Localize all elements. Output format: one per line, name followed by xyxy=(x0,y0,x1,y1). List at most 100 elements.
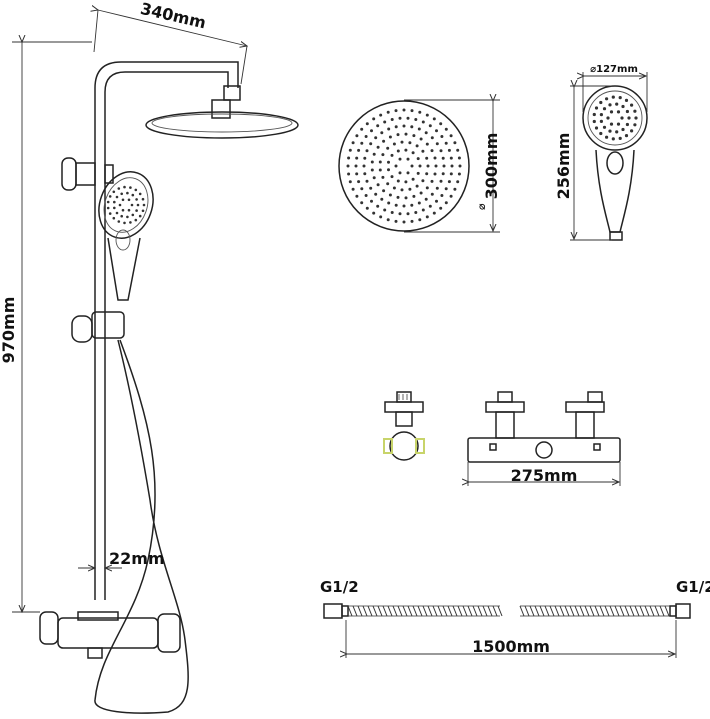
nozzle-dot xyxy=(394,219,398,223)
nozzle-dot xyxy=(608,129,612,133)
nozzle-dot xyxy=(360,127,364,131)
hose-coil xyxy=(432,605,438,617)
nozzle-dot xyxy=(421,120,425,124)
nozzle-dot xyxy=(121,198,125,202)
nozzle-dot xyxy=(609,110,614,114)
nozzle-dot xyxy=(386,218,390,222)
nozzle-dot xyxy=(135,209,138,212)
nozzle-dot xyxy=(379,113,383,117)
nozzle-dot xyxy=(117,220,121,223)
hose-coil xyxy=(497,605,503,617)
slider-clamp xyxy=(71,311,125,343)
hose-coil xyxy=(569,605,575,617)
nozzle-dot xyxy=(404,196,408,200)
nozzle-dot xyxy=(362,164,366,168)
nozzle-dot xyxy=(121,208,125,212)
nozzle-dot xyxy=(432,211,436,215)
hose-coil xyxy=(362,605,368,617)
nozzle-dot xyxy=(417,127,421,131)
hose-coil xyxy=(544,605,550,617)
nozzle-dot xyxy=(402,108,406,112)
nozzle-dot xyxy=(410,109,414,113)
nozzle-dot xyxy=(372,176,376,180)
nozzle-dot xyxy=(364,135,368,138)
nozzle-dot xyxy=(606,116,610,120)
nozzle-dot xyxy=(594,126,599,130)
hose-coil xyxy=(634,605,640,617)
hose-coil xyxy=(549,605,555,617)
nozzle-dot xyxy=(439,179,443,183)
nozzle-dot xyxy=(456,180,460,184)
hose-coil xyxy=(574,605,580,617)
nozzle-dot xyxy=(421,208,425,212)
valve-inlet-fitting-right xyxy=(415,438,425,454)
nozzle-dot xyxy=(404,180,408,184)
nozzle-dot xyxy=(416,171,420,175)
hose-coil xyxy=(377,605,383,617)
nozzle-dot xyxy=(386,146,390,150)
nozzle-dot xyxy=(394,164,398,168)
nozzle-dot xyxy=(416,157,420,161)
nozzle-dot xyxy=(382,139,386,143)
nozzle-dot xyxy=(421,149,425,153)
nozzle-dot xyxy=(360,187,364,191)
nozzle-dot xyxy=(398,116,402,120)
hose-coil xyxy=(472,605,478,617)
valve-width-dimension: 275mm xyxy=(468,462,621,486)
nozzle-dot xyxy=(134,188,138,192)
nozzle-dot xyxy=(458,164,462,168)
nozzle-dot xyxy=(115,195,119,199)
nozzle-dot xyxy=(378,168,382,172)
nozzle-dot xyxy=(378,160,382,164)
hose-coil xyxy=(524,605,530,617)
nozzle-dot xyxy=(457,172,461,176)
nozzle-dot xyxy=(355,134,359,138)
nozzle-dot xyxy=(625,122,630,127)
nozzle-dot xyxy=(439,206,443,210)
overhead-diameter-dimension: ⌀ 300mm xyxy=(404,100,501,233)
nozzle-dot xyxy=(435,142,439,146)
nozzle-dot xyxy=(430,179,434,183)
nozzle-dot xyxy=(400,140,404,144)
nozzle-dot xyxy=(387,160,390,164)
hose-coil xyxy=(372,605,378,617)
overhead-diameter-label: 300mm xyxy=(482,133,501,200)
hose-coil xyxy=(579,605,585,617)
nozzle-dot xyxy=(618,136,622,140)
nozzle-dot xyxy=(365,206,369,210)
nozzle-dot xyxy=(410,219,414,223)
nozzle-dot xyxy=(621,104,625,109)
nozzle-dot xyxy=(425,142,429,146)
nozzle-dot xyxy=(441,156,445,160)
nozzle-dot xyxy=(131,193,135,197)
hose-coil xyxy=(614,605,620,617)
nozzle-dot xyxy=(348,148,352,152)
hose-coil xyxy=(659,605,665,617)
nozzle-dot xyxy=(428,204,432,208)
nozzle-dot xyxy=(347,156,351,160)
hose-coil xyxy=(407,605,413,617)
nozzle-dot xyxy=(129,186,132,189)
nozzle-dot xyxy=(599,113,604,117)
nozzle-dot xyxy=(123,221,126,225)
hose-coil xyxy=(639,605,645,617)
nozzle-dot xyxy=(376,124,380,128)
hose-coil xyxy=(584,605,590,617)
nozzle-dot xyxy=(381,175,385,179)
nozzle-dot xyxy=(453,187,457,191)
nozzle-dot xyxy=(396,179,400,183)
nozzle-dot xyxy=(131,213,135,217)
nozzle-dot xyxy=(406,116,410,120)
nozzle-dot xyxy=(390,118,394,121)
nozzle-dot xyxy=(592,119,596,124)
nozzle-dot xyxy=(141,197,145,201)
nozzle-dot xyxy=(386,182,390,186)
nozzle-dot xyxy=(398,212,402,216)
nozzle-dot xyxy=(441,172,445,176)
nozzle-dot xyxy=(430,149,434,153)
nozzle-dot xyxy=(410,164,414,168)
nozzle-dot xyxy=(112,216,116,220)
nozzle-dot xyxy=(354,164,358,168)
nozzle-dot xyxy=(425,215,429,219)
